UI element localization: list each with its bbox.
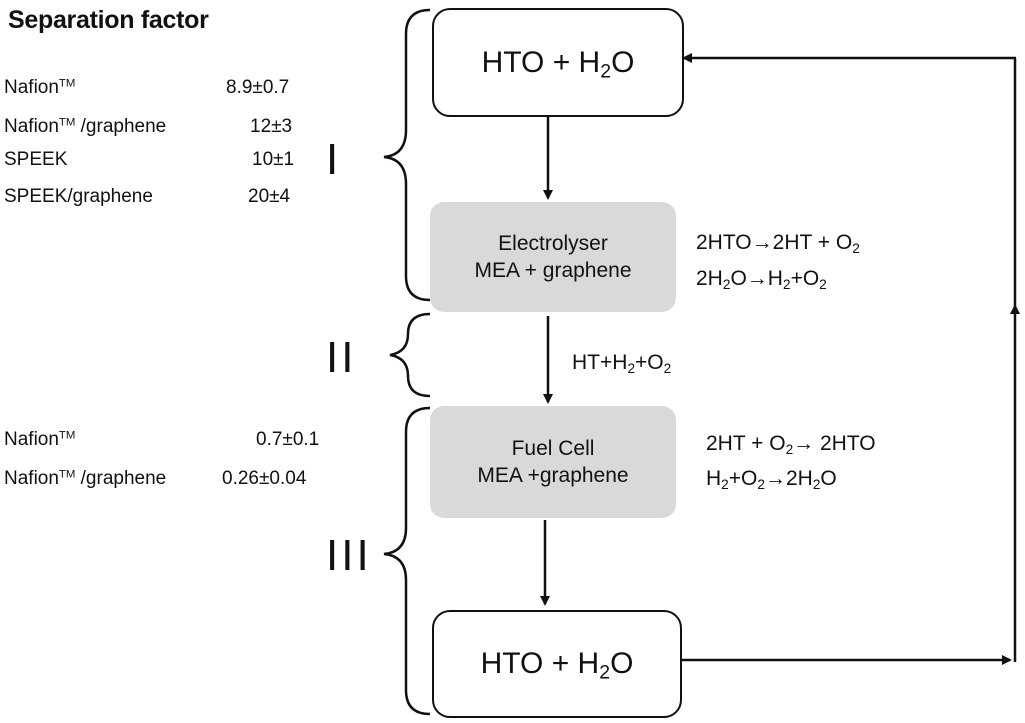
brace-stage2	[389, 312, 431, 398]
separation-value: 10±1	[252, 149, 295, 170]
fuel-cell-reaction-1: 2HT + O2→ 2HTO	[706, 432, 876, 457]
material-label: SPEEK/graphene	[4, 186, 153, 207]
feed-water-label: HTO + H2O	[481, 45, 635, 82]
product-water-label: HTO + H2O	[480, 647, 634, 684]
stage-label-2: II	[326, 333, 357, 382]
material-label: NafionTM	[4, 77, 76, 98]
material-label: NafionTM /graphene	[4, 468, 167, 489]
product-water-box: HTO + H2O	[432, 610, 682, 718]
electrolyser-membrane: MEA + graphene	[474, 259, 632, 282]
material-label: NafionTM /graphene	[4, 116, 167, 137]
separation-value: 0.7±0.1	[256, 429, 320, 450]
intermediate-gases: HT+H2+O2	[572, 351, 672, 376]
fuel-cell-membrane: MEA +graphene	[477, 464, 629, 487]
stage-label-3: III	[326, 531, 372, 580]
electrolyser-title: Electrolyser	[498, 231, 608, 255]
electrolyser-box: Electrolyser MEA + graphene	[430, 202, 676, 312]
feed-water-box: HTO + H2O	[432, 8, 684, 117]
separation-value: 8.9±0.7	[226, 77, 290, 98]
brace-stage3	[383, 406, 431, 716]
fuel-cell-reaction-2: H2+O2→2H2O	[706, 467, 837, 492]
material-label: NafionTM	[4, 429, 76, 450]
electrolyser-reaction-2: 2H2O→H2+O2	[696, 267, 827, 292]
stage-label-1: I	[326, 135, 342, 184]
separation-value: 0.26±0.04	[222, 468, 307, 489]
material-label: SPEEK	[4, 149, 68, 170]
separation-value: 20±4	[248, 186, 291, 207]
fuel-cell-title: Fuel Cell	[511, 436, 595, 460]
electrolyser-reaction-1: 2HTO→2HT + O2	[696, 231, 860, 256]
page-title: Separation factor	[8, 6, 209, 34]
brace-stage1	[383, 8, 431, 302]
separation-value: 12±3	[250, 116, 293, 137]
fuel-cell-box: Fuel Cell MEA +graphene	[430, 406, 676, 518]
